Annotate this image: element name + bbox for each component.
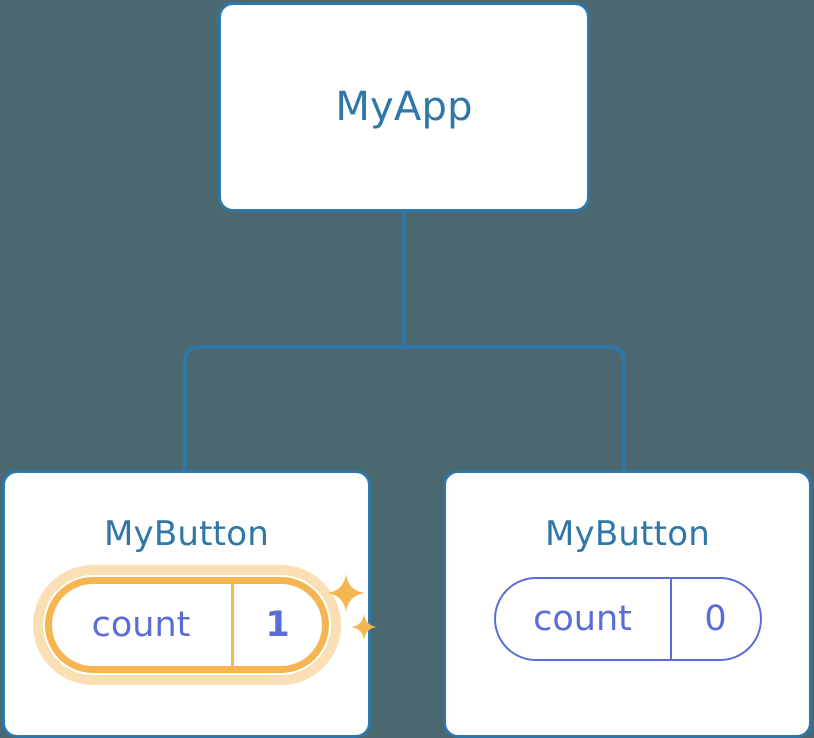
node-mybutton-right[interactable]: MyButton count 0 — [443, 470, 812, 738]
node-myapp-title: MyApp — [335, 84, 473, 130]
node-mybutton-left[interactable]: MyButton count 1 — [2, 470, 377, 738]
state-pill-right-wrapper: count 0 — [493, 577, 762, 661]
node-myapp[interactable]: MyApp — [218, 2, 590, 212]
state-pill-left-wrapper: count 1 — [32, 565, 377, 685]
state-pill-left-value: 1 — [265, 604, 290, 645]
state-pill-right-value: 0 — [704, 598, 727, 639]
node-mybutton-left-title: MyButton — [104, 514, 269, 554]
state-pill-left-key: count — [91, 604, 191, 645]
node-mybutton-right-content: MyButton count 0 — [446, 473, 809, 735]
state-pill-right-divider — [669, 579, 672, 659]
state-pill-right[interactable]: count 0 — [493, 577, 762, 661]
node-mybutton-left-content: MyButton count 1 — [5, 473, 377, 735]
state-pill-right-key: count — [533, 598, 632, 639]
state-pill-left[interactable]: count 1 — [44, 577, 329, 673]
node-mybutton-right-title: MyButton — [545, 514, 710, 554]
connector-branch-right — [404, 345, 626, 472]
state-pill-left-divider — [230, 584, 234, 666]
connector-branch-left — [183, 345, 404, 472]
state-pill-left-glow — [32, 565, 341, 685]
